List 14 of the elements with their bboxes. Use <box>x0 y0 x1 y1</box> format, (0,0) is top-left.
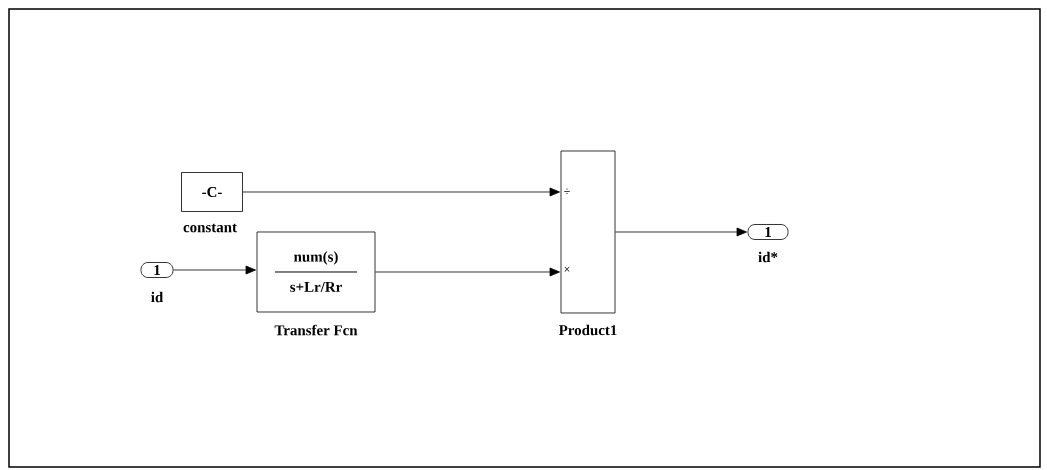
arrow <box>173 265 256 275</box>
transfer-function-block: num(s) s+Lr/Rr <box>256 231 376 313</box>
product-block: ÷ × <box>560 150 616 314</box>
block-label: constant <box>183 223 237 233</box>
block-label: id <box>151 291 164 303</box>
port-block: 1 <box>747 224 789 240</box>
block-label: Product1 <box>558 324 617 336</box>
block-label: id* <box>758 251 778 263</box>
block-label: Transfer Fcn <box>274 324 358 336</box>
arrow <box>375 267 560 277</box>
arrow <box>242 187 560 197</box>
port-block: 1 <box>140 262 174 278</box>
constant-block: -C- <box>181 172 243 212</box>
arrow <box>615 227 747 237</box>
